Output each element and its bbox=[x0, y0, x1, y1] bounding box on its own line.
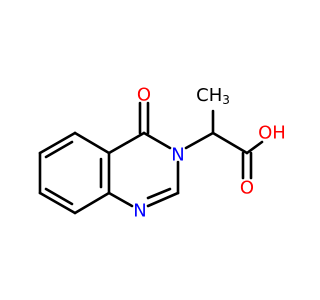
bond-c8a-c4a bbox=[73, 131, 111, 155]
oxygen-label-carboxyl: O bbox=[240, 178, 254, 199]
bond-c4a-c5-inner bbox=[44, 140, 74, 159]
nitrogen-label-n3: N bbox=[171, 145, 184, 166]
bond-c4a-c4 bbox=[107, 131, 146, 155]
bond-c6-c7 bbox=[38, 191, 77, 215]
bond-c7-c8 bbox=[73, 191, 111, 215]
chemical-structure-diagram: O N N CH3 OH O bbox=[38, 85, 286, 222]
nitrogen-label-n1: N bbox=[133, 201, 146, 222]
bond-c6-c7-inner bbox=[44, 187, 74, 206]
methyl-label-subscript: 3 bbox=[222, 93, 230, 107]
bond-c2-n1 bbox=[146, 191, 180, 208]
atom-labels: O N N CH3 OH O bbox=[133, 85, 286, 222]
bond-c4-n3 bbox=[142, 131, 172, 150]
bond-n3-calpha bbox=[184, 131, 215, 150]
bonds bbox=[38, 101, 264, 215]
bond-n1-c8a bbox=[107, 191, 134, 208]
oxygen-label-ring: O bbox=[137, 85, 151, 106]
bond-ccarboxyl-oh bbox=[245, 140, 264, 155]
bond-calpha-ccarboxyl bbox=[211, 131, 249, 155]
bond-c2-n1-inner bbox=[146, 187, 172, 200]
hydroxyl-label: OH bbox=[258, 123, 286, 144]
methyl-label-ch: CH bbox=[196, 85, 222, 106]
methyl-label: CH3 bbox=[196, 85, 230, 108]
bond-c4a-c5 bbox=[38, 131, 77, 155]
